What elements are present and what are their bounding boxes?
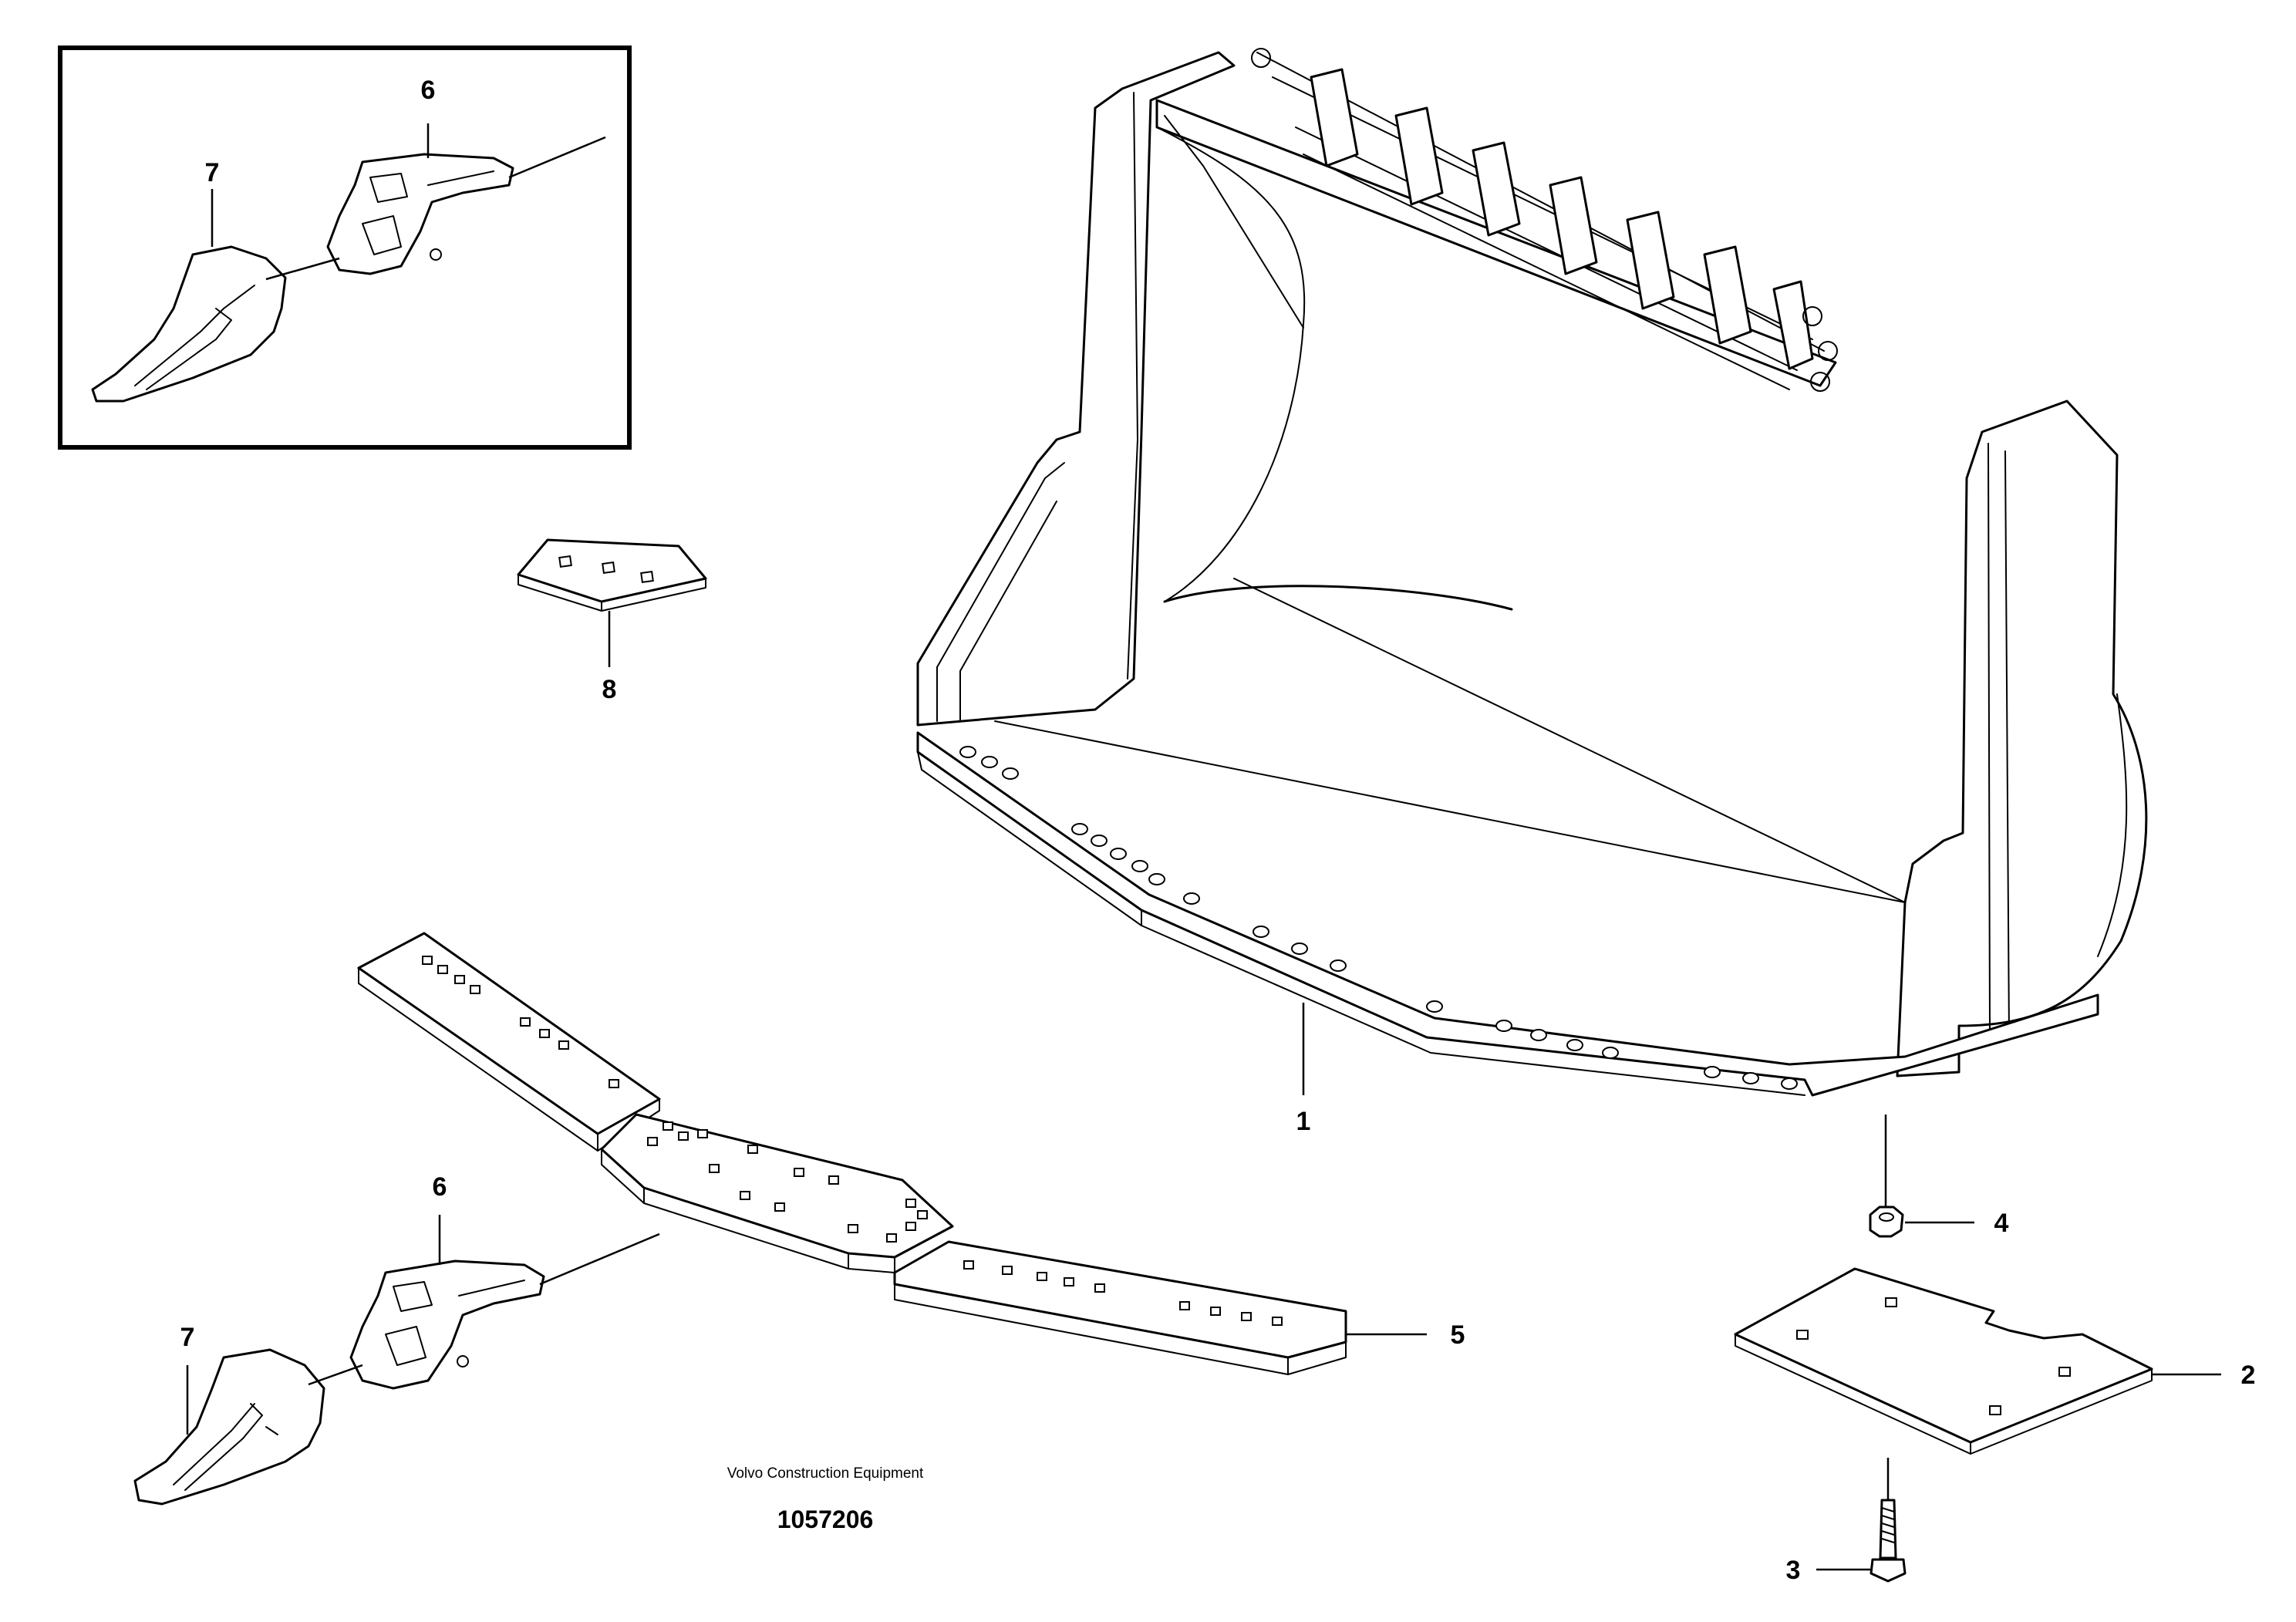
inset-detail-box: 6 7	[58, 46, 632, 450]
callout-2: 2	[2241, 1361, 2256, 1390]
inset-adapter-part6	[326, 136, 606, 275]
callout-7: 7	[180, 1323, 195, 1352]
bucket-hook-bars	[1251, 48, 1838, 392]
shim-plate-part2: 2	[1734, 1267, 2256, 1455]
callout-4: 4	[1994, 1209, 2009, 1238]
callout-6: 6	[433, 1172, 447, 1202]
callout-3: 3	[1786, 1556, 1801, 1585]
bucket-part1: 1	[916, 48, 2148, 1136]
callout-8: 8	[602, 675, 617, 704]
cutting-edge-holes	[959, 746, 1798, 1090]
tooth-part7: 7	[133, 1323, 363, 1506]
segment-bolt-holes	[422, 956, 1283, 1326]
wear-plate-part8: 8	[517, 538, 707, 704]
nut-part4: 4	[1869, 1114, 2009, 1238]
callout-5: 5	[1451, 1320, 1465, 1350]
callout-1: 1	[1296, 1107, 1311, 1136]
inset-tooth-part7	[91, 245, 340, 403]
bolt-part3: 3	[1786, 1458, 1907, 1585]
company-name: Volvo Construction Equipment	[727, 1465, 924, 1482]
tooth-adapter-part6: 6	[349, 1172, 660, 1390]
document-number: 1057206	[777, 1506, 874, 1533]
callout-7-inset: 7	[205, 158, 220, 187]
callout-6-inset: 6	[421, 76, 436, 105]
segment-edge-part5: 5	[357, 932, 1465, 1375]
